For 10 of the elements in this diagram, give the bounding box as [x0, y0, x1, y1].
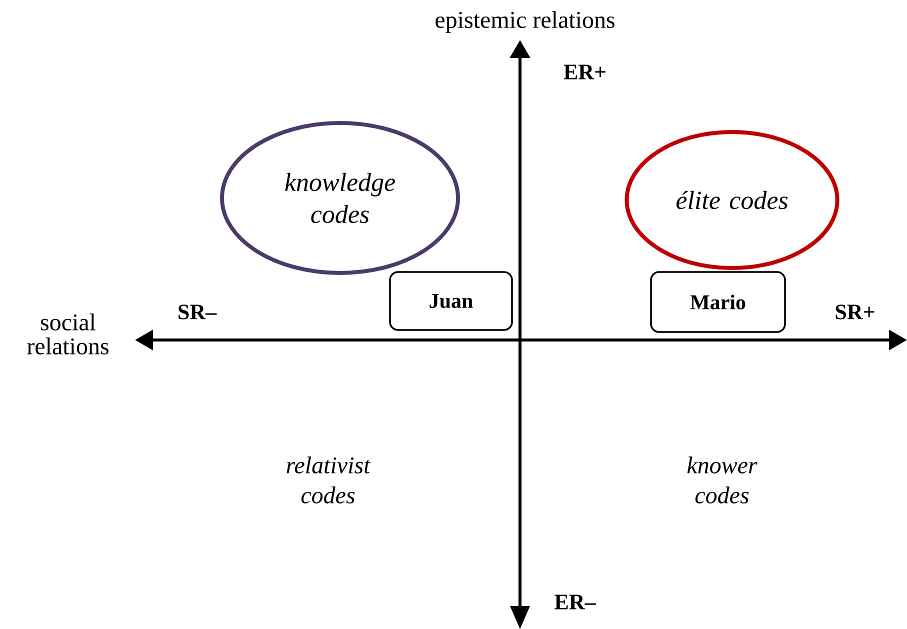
axis-label: knower codes: [687, 456, 758, 504]
axis-label: ER–: [554, 594, 596, 610]
axis-label: ER+: [564, 64, 606, 80]
axis-label: social relations: [27, 314, 108, 354]
axis-label: epistemic relations: [436, 11, 614, 33]
axis-label: SR–: [178, 304, 217, 320]
name-box: Mario: [650, 271, 786, 333]
axis-label: SR+: [836, 304, 874, 320]
axis-label: relativist codes: [286, 456, 371, 504]
name-box: Juan: [389, 271, 513, 331]
